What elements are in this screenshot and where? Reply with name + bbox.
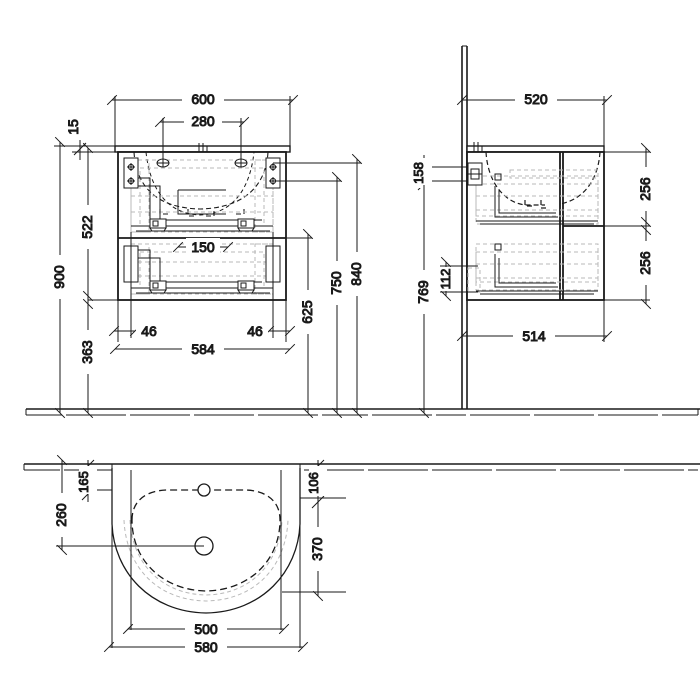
front-tap-hole-marker	[198, 143, 208, 152]
dim-front-600: 600	[106, 90, 299, 146]
floor-line-elevation	[25, 408, 700, 416]
dim-label-side-769: 769	[415, 280, 431, 304]
front-lower-fitting-left	[149, 280, 167, 294]
dim-plan-260: 260	[53, 454, 204, 556]
dim-label-side-256-bottom: 256	[637, 251, 653, 275]
dim-label-front-46-left: 46	[141, 323, 157, 339]
dim-label-front-625: 625	[299, 300, 315, 324]
dim-label-front-280: 280	[191, 113, 215, 129]
dim-label-front-750: 750	[328, 271, 344, 295]
dim-side-256-bottom: 256	[604, 216, 655, 310]
dim-front-280: 280	[154, 112, 250, 160]
dim-label-front-363: 363	[79, 340, 95, 364]
front-hinge-upper-left	[123, 157, 139, 189]
side-dimensions: 520 158 112 769	[411, 90, 655, 419]
dim-front-625: 625	[264, 228, 317, 419]
dim-label-front-900: 900	[51, 265, 67, 289]
dim-front-584: 584	[109, 340, 296, 358]
dim-plan-370: 370	[282, 506, 346, 602]
dim-label-front-840: 840	[348, 262, 364, 286]
dim-side-112: 112	[437, 256, 478, 302]
front-basin-overflow	[145, 152, 255, 216]
front-dimensions: 600 280 15 522	[51, 90, 366, 419]
front-view	[114, 143, 291, 301]
side-upper-drawer-frame	[476, 173, 598, 225]
dim-plan-500: 500	[122, 620, 290, 638]
side-basin-bowl-hidden	[485, 152, 601, 209]
dim-label-front-46-right: 46	[247, 323, 263, 339]
dim-side-520: 520	[456, 90, 613, 146]
side-lower-drawer-frame	[476, 243, 598, 295]
dim-label-plan-165: 165	[76, 471, 91, 493]
dim-label-plan-106: 106	[306, 472, 321, 494]
plan-guide-lines	[111, 464, 301, 648]
front-basin-fixing-right	[234, 158, 248, 168]
dim-front-840: 840	[273, 153, 366, 419]
dim-label-plan-500: 500	[194, 621, 218, 637]
dim-label-front-522: 522	[79, 215, 95, 239]
dim-label-plan-580: 580	[194, 639, 218, 655]
dim-front-363: 363	[79, 290, 97, 419]
dim-side-256-top: 256	[604, 142, 655, 236]
dim-front-46-left: 46	[108, 232, 162, 342]
side-tap-hole-marker	[473, 142, 483, 152]
dim-label-side-520: 520	[524, 91, 548, 107]
dim-label-side-256-top: 256	[637, 177, 653, 201]
plan-basin-bowl	[131, 489, 281, 592]
dim-label-side-514: 514	[522, 328, 546, 344]
dim-label-plan-260: 260	[53, 503, 69, 527]
dim-side-158: 158	[411, 155, 468, 193]
front-upper-drawer-hidden	[130, 159, 274, 233]
side-view	[461, 45, 605, 409]
dim-plan-106: 106	[300, 459, 346, 510]
plan-dimensions: 165 260 106 370 500	[53, 454, 346, 656]
dim-label-side-158: 158	[411, 162, 426, 184]
dim-front-522: 522	[79, 142, 118, 310]
dim-label-plan-370: 370	[309, 537, 325, 561]
plan-basin-bowl-inner	[123, 519, 289, 602]
dim-front-46-right: 46	[242, 232, 296, 342]
front-upper-fitting-left	[149, 218, 167, 232]
dim-side-514: 514	[456, 300, 613, 345]
plan-tap-hole	[197, 483, 211, 497]
plan-view	[111, 464, 301, 648]
side-lower-drawer-hidden	[475, 243, 599, 291]
dim-label-front-584: 584	[191, 341, 215, 357]
side-wall-bracket-upper	[467, 162, 483, 186]
front-upper-fitting-right	[237, 218, 255, 232]
side-cabinet-outline	[466, 151, 605, 301]
dim-plan-580: 580	[103, 638, 309, 656]
dim-label-side-112: 112	[438, 269, 453, 290]
dim-label-front-15: 15	[65, 119, 81, 135]
dim-side-769: 769	[415, 185, 433, 419]
dim-front-15: 15	[65, 112, 118, 160]
front-basin-fixing-left	[156, 158, 170, 168]
dim-front-150: 150	[172, 238, 234, 256]
dim-front-900: 900	[51, 136, 72, 419]
dim-front-750: 750	[273, 171, 346, 419]
front-lower-fitting-right	[237, 280, 255, 294]
dim-label-front-600: 600	[191, 91, 215, 107]
dim-plan-165: 165	[76, 459, 112, 502]
dim-label-front-150: 150	[191, 239, 215, 255]
